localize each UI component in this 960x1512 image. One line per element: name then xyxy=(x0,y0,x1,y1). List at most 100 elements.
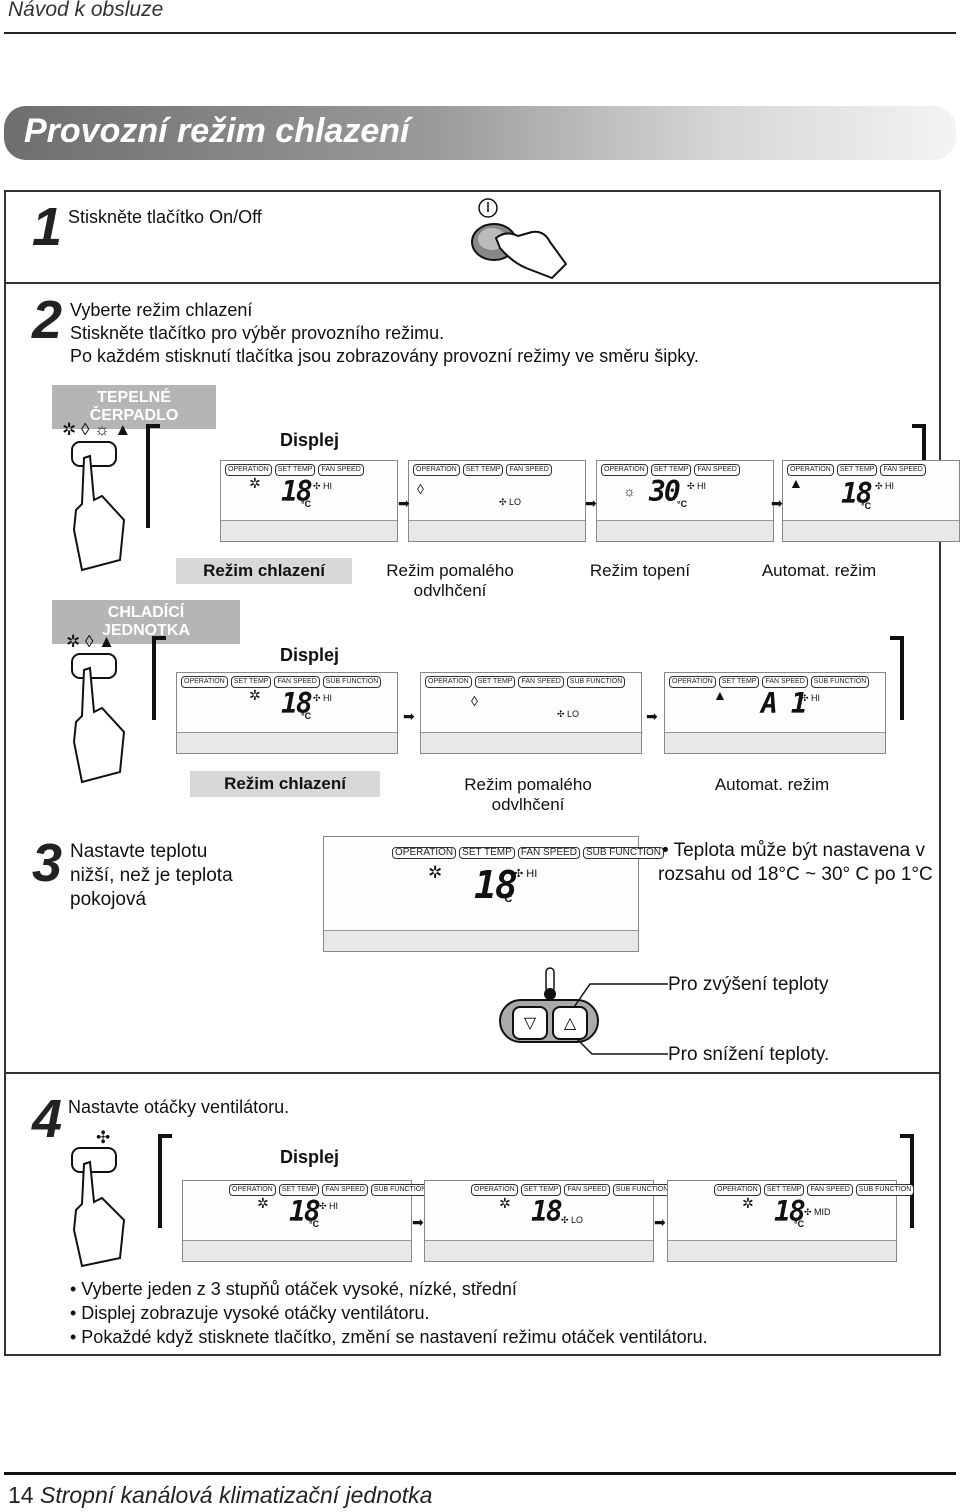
mode-label-active: Režim chlazení xyxy=(190,771,380,797)
step-number: 1 xyxy=(32,197,63,257)
mode-label: Automat. režim xyxy=(761,561,877,580)
dry-mode-icon: ◊ xyxy=(417,481,424,497)
cycle-bracket-right xyxy=(900,1134,914,1228)
mode-label: Režim pomalého odvlhčení xyxy=(464,775,592,814)
divider xyxy=(4,1072,940,1074)
step2-line2: Stiskněte tlačítko pro výběr provozního … xyxy=(70,323,445,343)
mode-button-illustration xyxy=(62,652,132,792)
step3-note-line2: rozsahu od 18°C ~ 30° C po 1°C xyxy=(658,864,933,885)
mode-label-active: Režim chlazení xyxy=(176,558,352,584)
mode-icons: ✲ ◊ ▲ xyxy=(66,632,115,651)
fan-icon: ✣ xyxy=(96,1128,111,1147)
bullet-item: • Vyberte jeden z 3 stupňů otáček vysoké… xyxy=(70,1279,517,1299)
fan-icon: ✣ HI xyxy=(687,481,707,491)
mode-label: Automat. režim xyxy=(714,775,830,794)
section-banner: Provozní režim chlazení xyxy=(4,106,956,160)
step-number: 3 xyxy=(32,833,63,893)
cool-mode-icon: ✲ xyxy=(249,687,261,703)
mode-label: Režim topení xyxy=(589,561,691,580)
footer-title: Stropní kanálová klimatizační jednotka xyxy=(39,1482,433,1508)
temp-readout: 30 xyxy=(649,475,681,508)
heatpump-tag: TEPELNÉ ČERPADLO xyxy=(52,385,216,429)
bullet-item: • Displej zobrazuje vysoké otáčky ventil… xyxy=(70,1303,430,1323)
step2-line3: Po každém stisknutí tlačítka jsou zobraz… xyxy=(70,346,699,366)
section-title: Provozní režim chlazení xyxy=(24,112,410,150)
arrow-right-icon: ➡ xyxy=(646,708,658,724)
mode-label: Režim pomalého odvlhčení xyxy=(386,561,514,600)
step-number: 2 xyxy=(32,290,63,350)
footer-rule xyxy=(4,1472,956,1475)
cool-mode-icon: ✲ xyxy=(742,1195,754,1211)
arrow-right-icon: ➡ xyxy=(403,708,415,724)
mode-button-illustration xyxy=(62,440,132,585)
fan-icon: ✣ HI xyxy=(514,868,538,880)
fan-button-illustration xyxy=(62,1146,132,1276)
temp-readout: 18 xyxy=(531,1195,563,1228)
cooling-unit-tag: CHLADÍCÍ JEDNOTKA xyxy=(52,600,240,644)
fan-icon: ✣ MID xyxy=(804,1207,831,1217)
fan-icon: ✣ HI xyxy=(313,693,333,703)
arrow-right-icon: ➡ xyxy=(412,1214,424,1230)
footer: 14 Stropní kanálová klimatizační jednotk… xyxy=(8,1482,432,1509)
arrow-right-icon: ➡ xyxy=(654,1214,666,1230)
power-button-illustration xyxy=(466,192,576,287)
step-number: 4 xyxy=(32,1089,63,1149)
step3-line2: nižší, než je teplota xyxy=(70,865,233,886)
cycle-bracket-left xyxy=(158,1134,172,1228)
header-title: Návod k obsluze xyxy=(8,0,164,21)
arrow-right-icon: ➡ xyxy=(398,495,410,511)
temp-down-label: Pro snížení teploty. xyxy=(668,1044,830,1065)
page-number: 14 xyxy=(8,1482,34,1508)
auto-mode-icon: ▲ xyxy=(713,687,727,703)
fan-icon: ✣ HI xyxy=(319,1201,339,1211)
temp-up-button[interactable]: △ xyxy=(552,1006,588,1040)
step1-text: Stiskněte tlačítko On/Off xyxy=(68,207,262,227)
bullet-item: • Pokaždé když stisknete tlačítko, změní… xyxy=(70,1327,708,1347)
step3-note-line1: • Teplota může být nastavena v xyxy=(662,840,925,861)
mode-icons: ✲ ◊ ☼ ▲ xyxy=(62,420,132,439)
cycle-bracket-left xyxy=(152,636,166,720)
temp-readout: 18 xyxy=(474,863,518,907)
divider xyxy=(4,282,940,284)
display-heading: Displej xyxy=(280,645,340,665)
fan-icon: ✣ LO xyxy=(499,497,522,507)
temp-readout: 18 xyxy=(281,687,313,720)
fan-icon: ✣ HI xyxy=(875,481,895,491)
hand-press-icon xyxy=(71,441,126,572)
temp-readout: 18 xyxy=(289,1195,321,1228)
temp-readout: A 1 xyxy=(761,687,808,720)
cycle-bracket-left xyxy=(146,424,160,528)
cool-mode-icon: ✲ xyxy=(428,863,443,882)
temp-readout: 18 xyxy=(841,477,873,510)
arrow-right-icon: ➡ xyxy=(585,495,597,511)
hand-press-icon xyxy=(471,198,568,280)
header-rule xyxy=(4,32,956,34)
instruction-frame xyxy=(4,190,941,1356)
step3-line1: Nastavte teplotu xyxy=(70,841,208,862)
temp-down-button[interactable]: ▽ xyxy=(512,1006,548,1040)
dry-mode-icon: ◊ xyxy=(471,693,478,709)
fan-icon: ✣ HI xyxy=(801,693,821,703)
cool-mode-icon: ✲ xyxy=(257,1195,269,1211)
fan-icon: ✣ LO xyxy=(561,1215,584,1225)
step3-line3: pokojová xyxy=(70,889,147,910)
heat-mode-icon: ☼ xyxy=(623,483,636,499)
cycle-bracket-right xyxy=(890,636,904,720)
hand-press-icon xyxy=(71,1147,126,1268)
step4-text: Nastavte otáčky ventilátoru. xyxy=(68,1097,290,1117)
cool-mode-icon: ✲ xyxy=(499,1195,511,1211)
temp-readout: 18 xyxy=(281,475,313,508)
temp-up-label: Pro zvýšení teploty xyxy=(668,974,829,995)
temp-readout: 18 xyxy=(774,1195,806,1228)
fan-icon: ✣ HI xyxy=(313,481,333,491)
